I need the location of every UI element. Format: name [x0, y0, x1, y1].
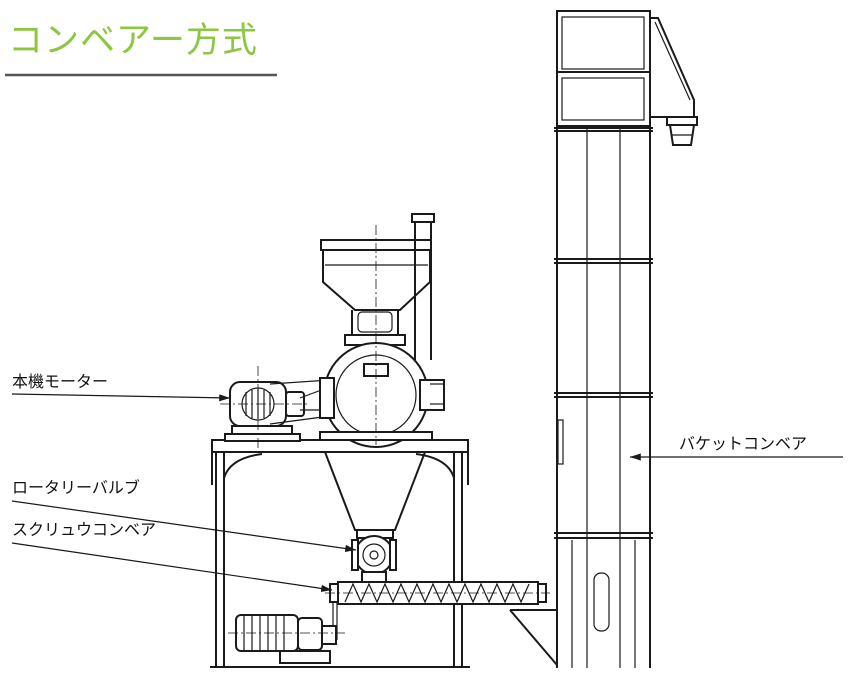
rotary-valve — [351, 535, 397, 583]
page-title: コンベアー方式 — [8, 21, 258, 61]
main-motor — [220, 366, 310, 448]
screw-conveyor — [325, 581, 550, 640]
discharge-hopper — [324, 451, 426, 539]
leader-arrow — [11, 393, 231, 402]
leader-arrow — [11, 500, 357, 553]
label-bucket-conveyor: バケットコンベア — [679, 434, 808, 453]
label-screw-conveyor: スクリュウコンベア — [12, 520, 157, 539]
screw-motor — [228, 614, 345, 664]
leader-arrows — [11, 393, 843, 592]
bucket-conveyor — [509, 10, 698, 668]
leader-arrow — [11, 542, 333, 592]
label-rotary-valve: ロータリーバルブ — [12, 478, 140, 497]
grinder — [319, 213, 445, 448]
label-motor: 本機モーター — [12, 372, 109, 391]
